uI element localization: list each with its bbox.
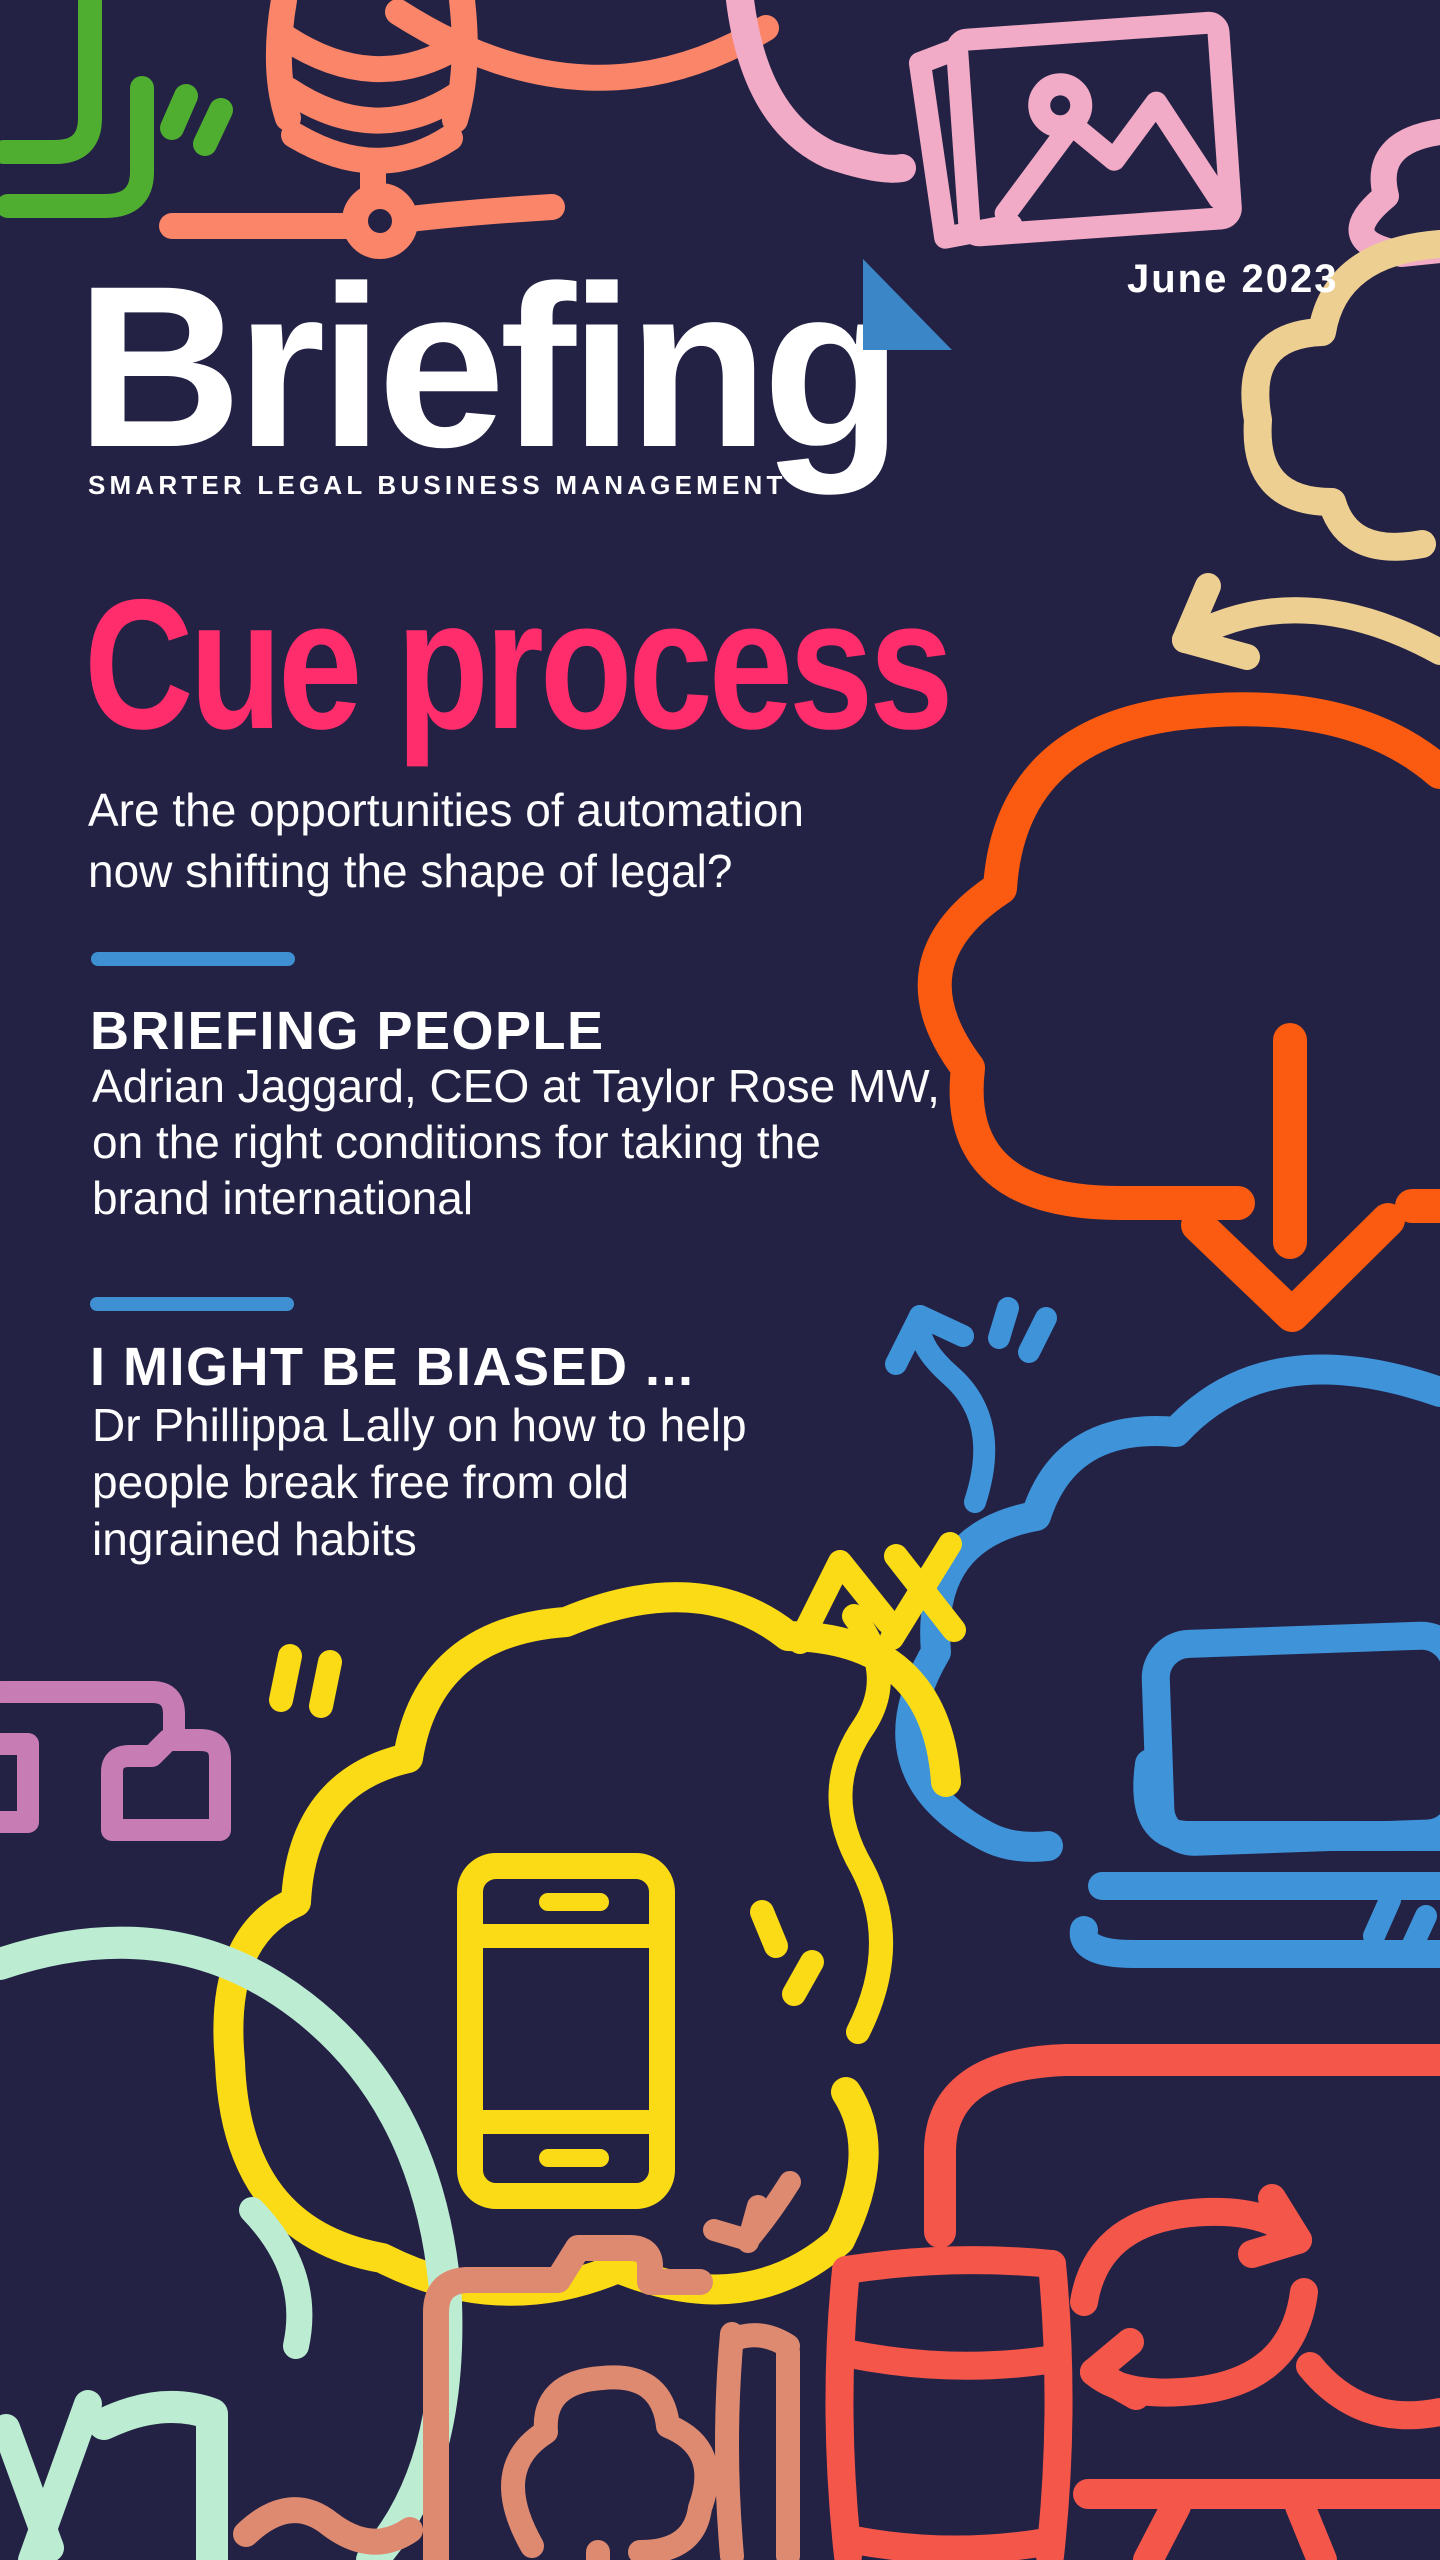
laptop-doodle-blue [1069, 1621, 1440, 1968]
cover-headline: Cue process [84, 562, 954, 768]
bin-doodle-red [825, 2246, 1073, 2560]
standfirst-line: now shifting the shape of legal? [88, 845, 733, 897]
board-doodle-red [924, 2044, 1440, 2560]
green-corner-arrows-doodle [0, 0, 233, 218]
cloud-phone-doodle-yellow [213, 1582, 961, 2306]
squiggle-arrow-yellow [269, 1532, 966, 2044]
masthead-tagline: SMARTER LEGAL BUSINESS MANAGEMENT [88, 470, 787, 500]
section-body-line: Dr Phillippa Lally on how to help [92, 1399, 747, 1451]
section-body-i-might-be-biased: Dr Phillippa Lally on how to help people… [92, 1397, 747, 1568]
sync-arrows-doodle-red [1070, 2184, 1440, 2430]
briefing-logo: Briefing [76, 238, 903, 495]
desktop-folder-doodle-purple [0, 1681, 231, 1841]
logo-flag-triangle-icon [863, 259, 952, 350]
cloud-download-doodle-orange [917, 692, 1440, 1332]
section-divider-rule [90, 1297, 294, 1311]
cover-standfirst: Are the opportunities of automation now … [88, 780, 804, 902]
section-body-briefing-people: Adrian Jaggard, CEO at Taylor Rose MW, o… [92, 1058, 940, 1226]
curved-arrow-tan [1172, 573, 1440, 670]
cloud-doodle-tan [1241, 230, 1440, 561]
server-network-doodle [159, 0, 779, 259]
issue-date: June 2023 [1127, 257, 1339, 301]
section-heading-i-might-be-biased: I MIGHT BE BIASED ... [90, 1337, 695, 1397]
section-divider-rule [91, 952, 295, 966]
cloud-doodle-top-center-pink [726, 0, 916, 183]
curved-arrow-blue [885, 1297, 1057, 1513]
section-body-line: brand international [92, 1172, 474, 1224]
section-heading-briefing-people: BRIEFING PEOPLE [90, 1001, 605, 1061]
section-body-line: people break free from old [92, 1456, 629, 1508]
section-body-line: on the right conditions for taking the [92, 1116, 821, 1168]
section-body-line: Adrian Jaggard, CEO at Taylor Rose MW, [92, 1060, 940, 1112]
picture-frames-doodle [908, 11, 1242, 249]
section-body-line: ingrained habits [92, 1513, 417, 1565]
folder-tree-doodle-salmon [233, 2171, 801, 2560]
standfirst-line: Are the opportunities of automation [88, 784, 805, 836]
